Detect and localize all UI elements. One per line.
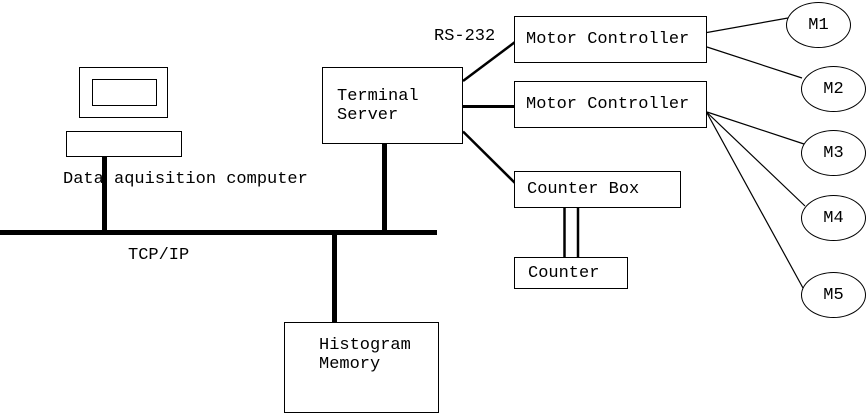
motor-m3-node: M3 (801, 130, 866, 176)
counter-box-box: Counter Box (514, 171, 681, 208)
link-terminal-server-counter-box (462, 130, 516, 184)
counter-box-label: Counter Box (527, 180, 640, 199)
counter-box: Counter (514, 257, 628, 289)
counter-label: Counter (528, 263, 600, 283)
motor-m2-node: M2 (801, 66, 866, 112)
computer-keyboard-icon (66, 131, 182, 157)
motor-m1-label: M1 (808, 15, 829, 35)
terminal-server-label: Terminal Server (337, 86, 419, 125)
link-motor-controller-2-m3 (706, 111, 805, 145)
motor-controller-1-box: Motor Controller (514, 16, 707, 63)
link-terminal-server-motor-controller-1 (462, 41, 516, 82)
terminal-server-box: Terminal Server (322, 67, 463, 144)
motor-m1-node: M1 (786, 2, 851, 48)
daq-computer-label: Data aquisition computer (63, 170, 308, 189)
tcpip-label: TCP/IP (128, 246, 190, 265)
histogram-memory-box: Histogram Memory (284, 322, 439, 413)
motor-m5-label: M5 (823, 285, 844, 305)
motor-m4-label: M4 (823, 208, 844, 228)
motor-m5-node: M5 (801, 272, 866, 318)
rs232-label: RS-232 (434, 27, 496, 46)
motor-controller-1-label: Motor Controller (526, 30, 690, 49)
motor-m3-label: M3 (823, 143, 844, 163)
motor-m4-node: M4 (801, 195, 866, 241)
motor-m2-label: M2 (823, 79, 844, 99)
motor-controller-2-box: Motor Controller (514, 81, 707, 128)
computer-screen-icon (92, 79, 157, 106)
histogram-memory-label: Histogram Memory (319, 336, 411, 374)
motor-controller-2-label: Motor Controller (526, 95, 690, 114)
computer-monitor-icon (79, 67, 168, 118)
link-motor-controller-2-m5 (706, 112, 804, 289)
link-motor-controller-2-m4 (706, 112, 806, 207)
link-motor-controller-1-m1 (706, 17, 789, 34)
link-motor-controller-1-m2 (706, 46, 803, 79)
